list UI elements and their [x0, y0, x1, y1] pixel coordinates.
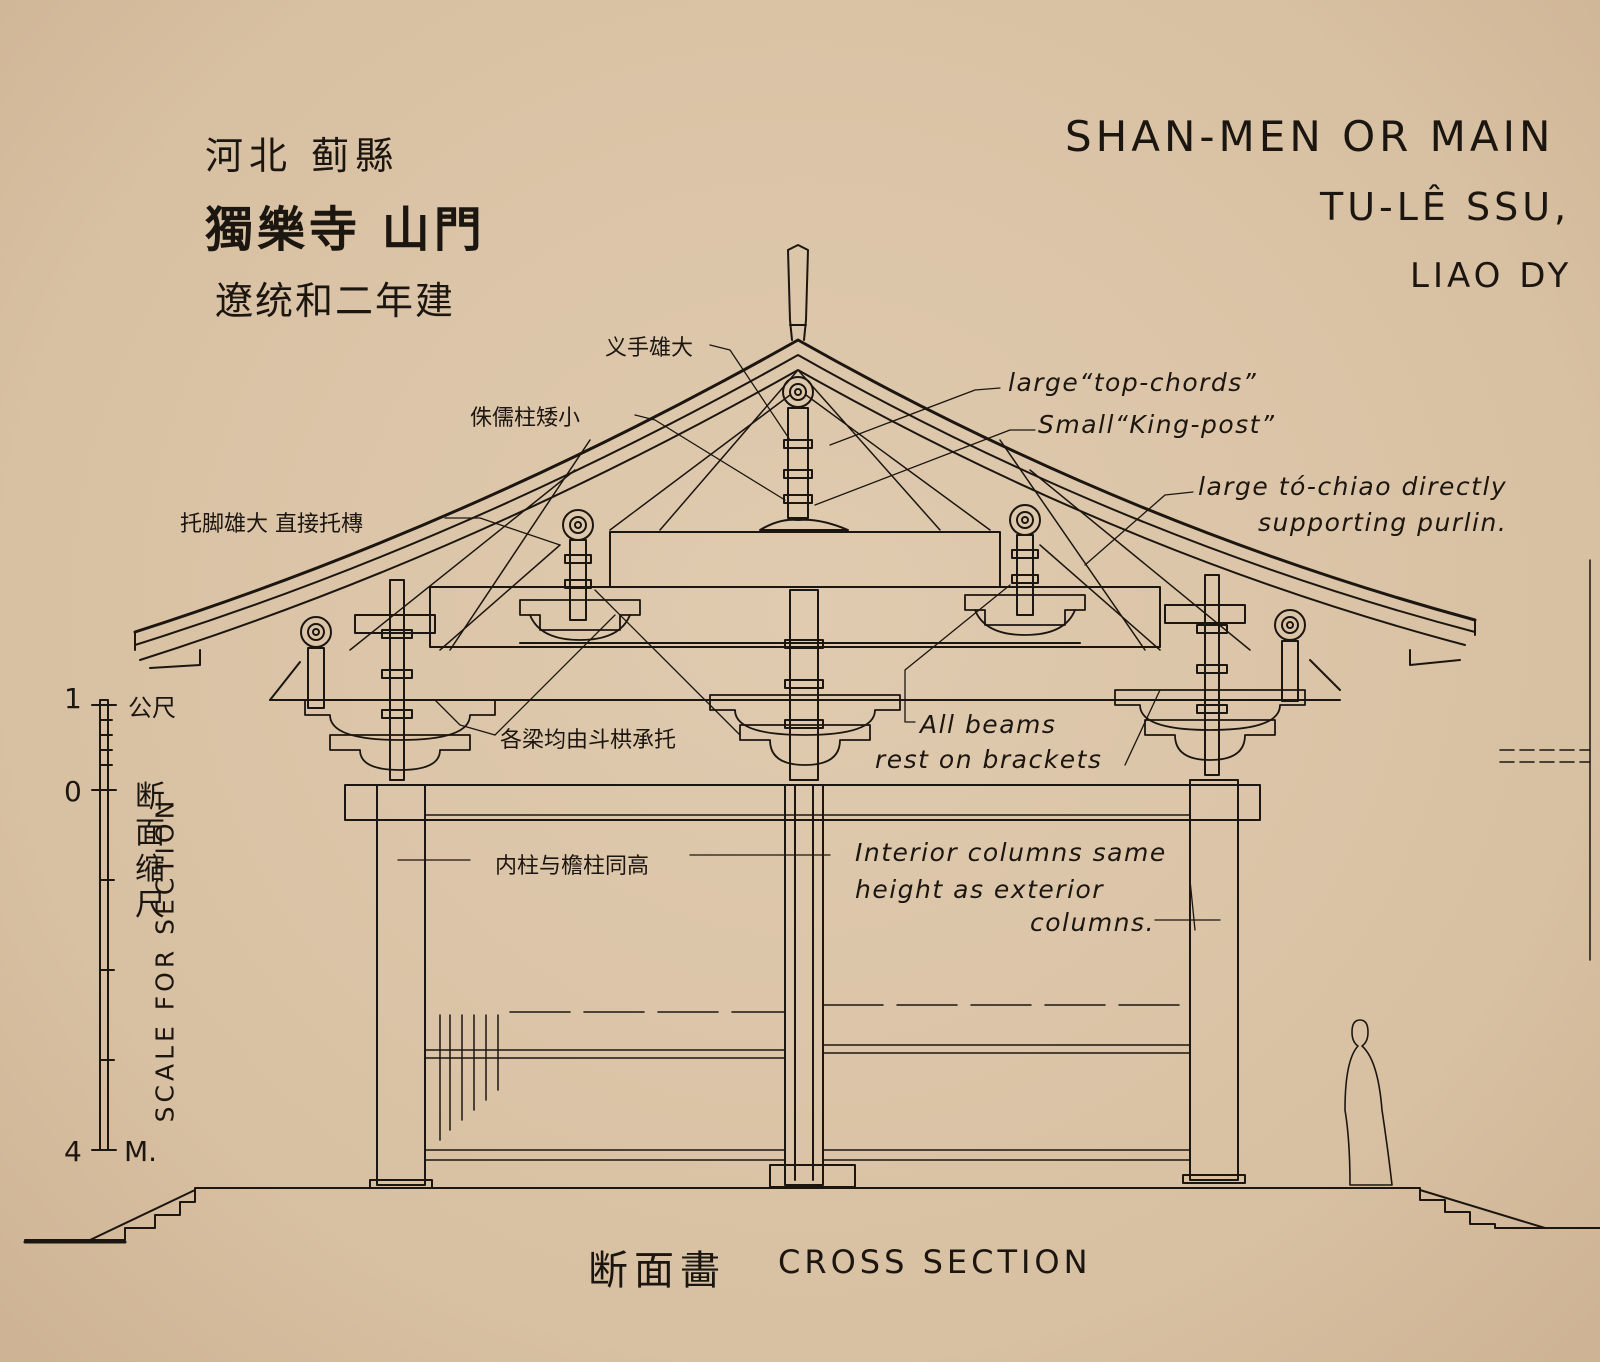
label-tochiao-line1: large tó-chiao directly [1198, 472, 1508, 501]
human-figure [1344, 1019, 1393, 1186]
caption-en: CROSS SECTION [778, 1243, 1092, 1281]
title-location-zh: 河北 蓟縣 [205, 134, 400, 178]
purlin-right [1009, 504, 1041, 616]
purlin-eave-left [300, 616, 332, 709]
beams [269, 531, 1341, 821]
title-temple-zh: 獨樂寺 山門 [205, 202, 486, 258]
scale-tick-0: 0 [64, 775, 82, 808]
wall-panels [424, 814, 1191, 1161]
adjacent-drawing-fragment [1499, 559, 1591, 961]
label-columns-zh: 内柱与檐柱同高 [495, 854, 650, 879]
label-zhuru-zh: 侏儒柱矮小 [470, 406, 581, 431]
label-tochiao-line2: supporting purlin. [1258, 508, 1508, 537]
label-columns-line3: columns. [1030, 908, 1156, 937]
roof-trusses [349, 369, 1251, 651]
label-king-post: Small“King-post” [1038, 410, 1276, 439]
columns [369, 574, 1246, 1189]
label-columns-line1: Interior columns same [855, 838, 1167, 867]
purlin-left [562, 509, 594, 621]
title-date-zh: 遼统和二年建 [215, 279, 456, 323]
scale-bar [91, 699, 117, 1151]
leader-lines [397, 344, 1221, 931]
scale-unit-m: M. [124, 1135, 158, 1168]
label-beams-line2: rest on brackets [875, 745, 1103, 774]
purlin-eave-right [1274, 609, 1306, 702]
label-columns-line2: height as exterior [855, 875, 1105, 904]
caption-zh: 断面畵 [588, 1248, 726, 1294]
label-beams-line1: All beams [920, 710, 1057, 739]
brackets [304, 594, 1306, 771]
scale-label-en: SCALE FOR SECTION [150, 796, 180, 1123]
scale-tick-1: 1 [64, 682, 82, 715]
title-en-line1: SHAN-MEN OR MAIN [1065, 112, 1555, 161]
label-top-chords: large“top-chords” [1008, 368, 1258, 397]
ground-platform [23, 1187, 1600, 1244]
label-beams-zh: 各梁均由斗栱承托 [500, 728, 677, 753]
title-en-line3: LIAO DY [1410, 256, 1573, 296]
label-chashou-zh: 义手雄大 [605, 336, 694, 361]
king-post [759, 376, 849, 531]
label-tuojiao-zh: 托脚雄大 直接托槫 [180, 512, 363, 537]
scale-tick-4: 4 [64, 1135, 82, 1168]
title-en-line2: TU-LÊ SSU, [1320, 185, 1571, 229]
scale-unit-zh: 公尺 [128, 694, 176, 722]
scale-label-zh: 断面缩尺 [135, 780, 165, 923]
